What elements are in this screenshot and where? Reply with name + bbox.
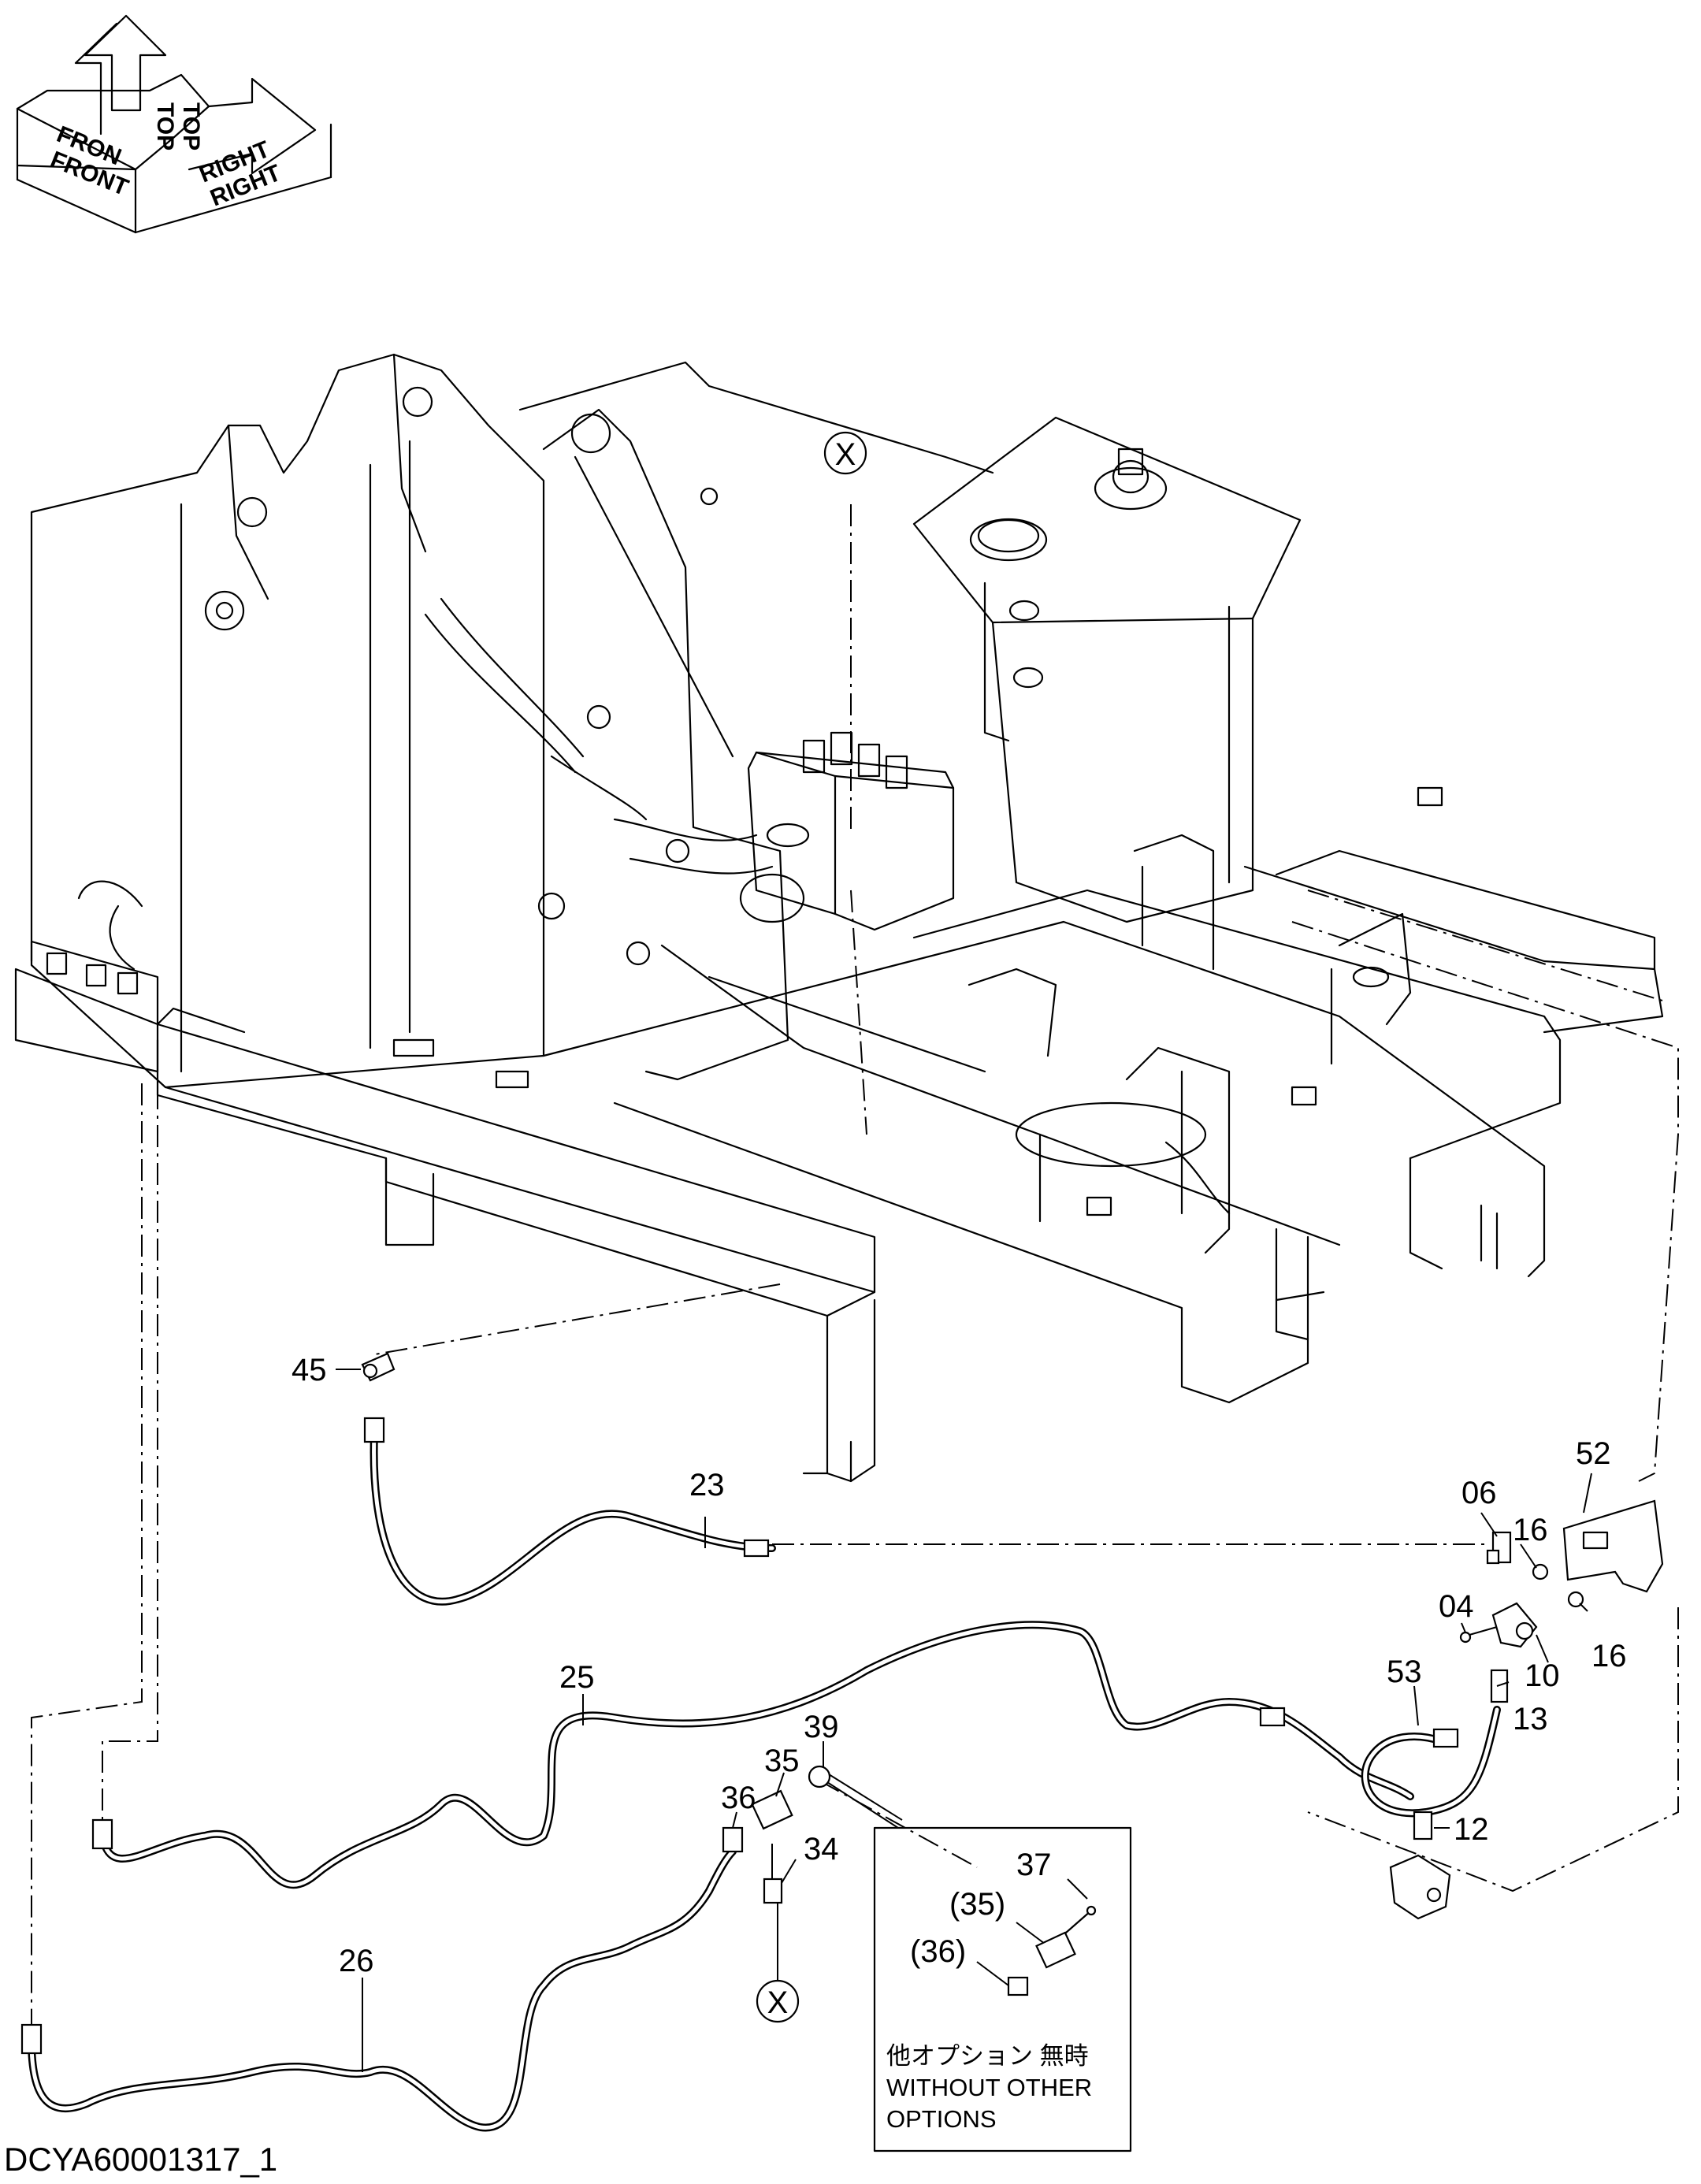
callout-34: 34 [804, 1832, 839, 1866]
top-label-1: TOP [152, 102, 178, 150]
view-marker-bottom-label: X [767, 1985, 789, 2020]
view-marker-top: X [823, 431, 867, 475]
tee-35 [751, 1789, 793, 1830]
plug-34 [763, 1844, 783, 1904]
detail-caption-jp: 他オプション 無時 [886, 2042, 1089, 2070]
phantom-lines [31, 504, 1679, 2064]
fitting-06 [1486, 1531, 1512, 1565]
callout-16-lower: 16 [1591, 1639, 1627, 1673]
bolt-04 [1459, 1625, 1499, 1644]
callout-39: 39 [804, 1710, 839, 1744]
top-label-2: TOP [178, 102, 204, 150]
drawing-code: DCYA60001317_1 [4, 2141, 277, 2178]
callout-26: 26 [339, 1944, 374, 1978]
adapter-12 [1413, 1811, 1433, 1840]
callout-04: 04 [1439, 1589, 1474, 1624]
valve-10 [1491, 1602, 1538, 1648]
callout-labels: 45 23 06 52 16 04 10 16 53 13 25 39 35 3… [292, 1353, 1627, 1978]
callout-45: 45 [292, 1353, 327, 1387]
hose-53 [1361, 1706, 1501, 1818]
callout-25: 25 [559, 1660, 595, 1695]
view-marker-bottom: X [756, 1903, 800, 2023]
detail-box: 37 (35) (36) 他オプション 無時 WITHOUT OTHER OPT… [873, 1826, 1132, 2152]
callout-12: 12 [1454, 1812, 1489, 1847]
callout-13: 13 [1513, 1702, 1548, 1736]
callout-10: 10 [1525, 1658, 1560, 1693]
bracket-52 [1562, 1499, 1664, 1593]
fitting-45 [361, 1352, 396, 1382]
detail-label-36: (36) [910, 1934, 966, 1969]
view-marker-top-label: X [835, 437, 856, 472]
adapter-36 [722, 1826, 744, 1853]
detail-caption-en-2: OPTIONS [886, 2105, 997, 2133]
leader-lines [336, 1369, 1592, 2072]
detail-caption-en-1: WITHOUT OTHER [886, 2074, 1092, 2101]
callout-23: 23 [689, 1468, 725, 1502]
bolt-16-a [1532, 1563, 1549, 1580]
hose-26 [20, 1848, 737, 2132]
bolt-16-b [1567, 1591, 1584, 1608]
callout-06: 06 [1461, 1476, 1497, 1510]
callout-53: 53 [1387, 1655, 1422, 1689]
callout-16-upper: 16 [1513, 1513, 1548, 1547]
callout-52: 52 [1576, 1436, 1611, 1471]
detail-label-37: 37 [1016, 1848, 1052, 1882]
machine-frame [14, 353, 1664, 1483]
orientation-indicator: FRON FRONT TOP TOP RIGHT RIGHT [16, 14, 332, 234]
detail-label-35: (35) [949, 1887, 1005, 1922]
valve-block [1389, 1854, 1451, 1920]
fitting-39 [808, 1765, 831, 1788]
hose-25 [91, 1621, 1414, 1889]
callout-35: 35 [764, 1744, 800, 1778]
hose-23 [363, 1417, 776, 1606]
callout-36: 36 [721, 1781, 756, 1815]
